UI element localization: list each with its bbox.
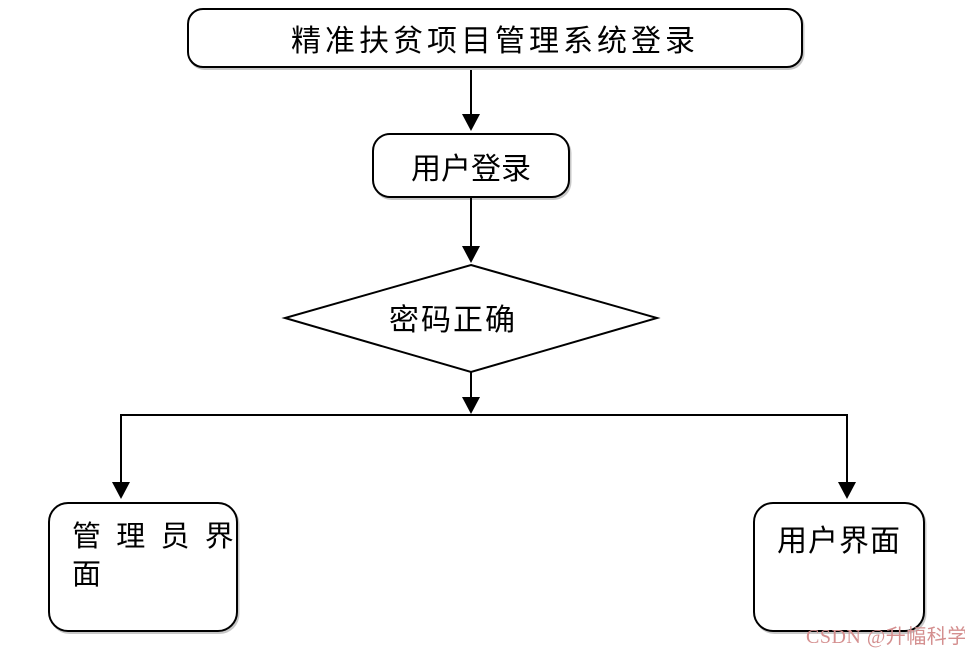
node-user-login-label: 用户登录: [411, 152, 531, 186]
node-user-login: 用户登录: [372, 133, 570, 198]
node-user-interface-label: 用户界面: [777, 525, 901, 558]
arrowhead-branch-user: [838, 482, 856, 499]
node-password-correct-label: 密码正确: [389, 304, 517, 337]
csdn-watermark: CSDN @升幅科学: [806, 626, 965, 648]
arrowhead-title-login: [462, 114, 480, 131]
node-system-login-title: 精准扶贫项目管理系统登录: [187, 8, 803, 68]
arrowhead-branch-admin: [112, 482, 130, 499]
arrowhead-login-decision: [462, 246, 480, 263]
arrowhead-decision-branch: [462, 397, 480, 414]
node-admin-interface: 管 理 员 界 面: [48, 502, 238, 632]
node-user-interface: 用户界面: [753, 502, 925, 632]
node-admin-interface-label: 管 理 员 界 面: [72, 521, 234, 591]
node-system-login-title-label: 精准扶贫项目管理系统登录: [291, 25, 699, 58]
